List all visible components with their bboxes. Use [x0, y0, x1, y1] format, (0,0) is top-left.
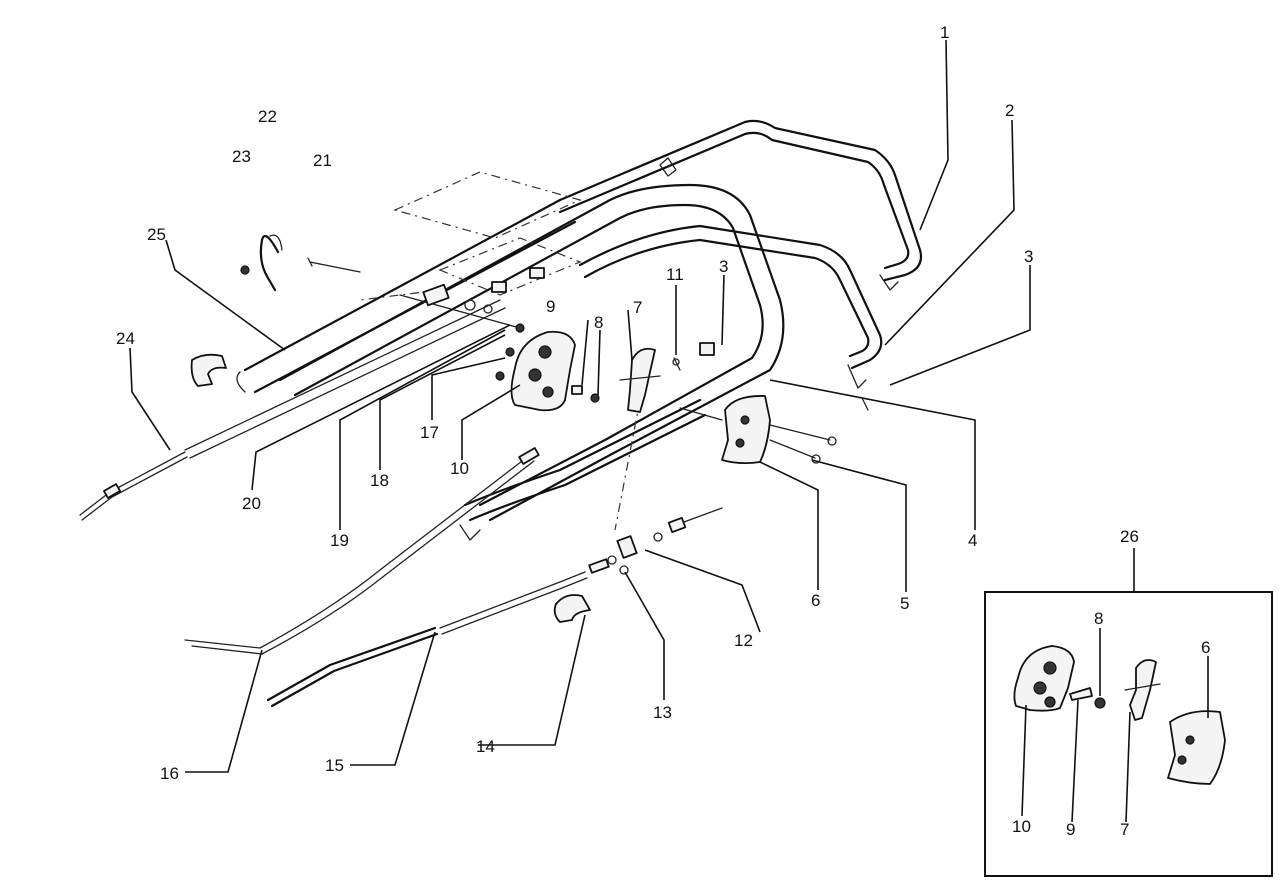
cable-clip-bottom [553, 594, 591, 623]
label-1: 1 [940, 23, 949, 42]
label-11: 11 [666, 265, 684, 284]
control-lever [571, 347, 661, 413]
inset-label-6: 6 [1201, 638, 1210, 657]
inset-label-8: 8 [1094, 609, 1103, 628]
upper-handle [558, 119, 923, 291]
label-23: 23 [232, 147, 251, 166]
small-pins [672, 342, 715, 371]
label-14: 14 [476, 737, 495, 756]
handle-brace [578, 224, 883, 411]
connector-block [607, 507, 723, 575]
control-housing-left [495, 330, 576, 412]
label-6: 6 [811, 591, 820, 610]
label-13: 13 [653, 703, 672, 722]
control-housing-right [679, 395, 837, 465]
cables [79, 447, 610, 708]
label-21: 21 [313, 151, 332, 170]
inset-label-10: 10 [1012, 817, 1031, 836]
cable-clip-top [190, 353, 227, 387]
label-12: 12 [734, 631, 753, 650]
label-5: 5 [900, 594, 909, 613]
label-26: 26 [1120, 527, 1139, 546]
inset-label-9: 9 [1066, 820, 1075, 839]
label-3-center: 3 [719, 257, 728, 276]
label-16: 16 [160, 764, 179, 783]
label-18: 18 [370, 471, 389, 490]
label-25: 25 [147, 225, 166, 244]
inset-assembly [984, 591, 1273, 877]
label-9: 9 [546, 297, 555, 316]
label-2: 2 [1005, 101, 1014, 120]
label-20: 20 [242, 494, 261, 513]
cable-hook [240, 234, 283, 292]
mounting-plane [359, 171, 641, 531]
label-17: 17 [420, 423, 439, 442]
label-8: 8 [594, 313, 603, 332]
label-7: 7 [633, 298, 642, 317]
main-handle-frame [278, 183, 785, 541]
callout-labels: 1 2 3 3 4 5 6 7 8 9 10 11 12 13 14 15 16… [116, 23, 1210, 839]
fastener-cluster [307, 257, 545, 333]
label-3-right: 3 [1024, 247, 1033, 266]
label-19: 19 [330, 531, 349, 550]
inset-label-7: 7 [1120, 820, 1129, 839]
leader-lines [129, 39, 1135, 773]
label-24: 24 [116, 329, 135, 348]
label-4: 4 [968, 531, 977, 550]
label-15: 15 [325, 756, 344, 775]
left-handle-tube [184, 198, 577, 459]
label-10: 10 [450, 459, 469, 478]
label-22: 22 [258, 107, 277, 126]
